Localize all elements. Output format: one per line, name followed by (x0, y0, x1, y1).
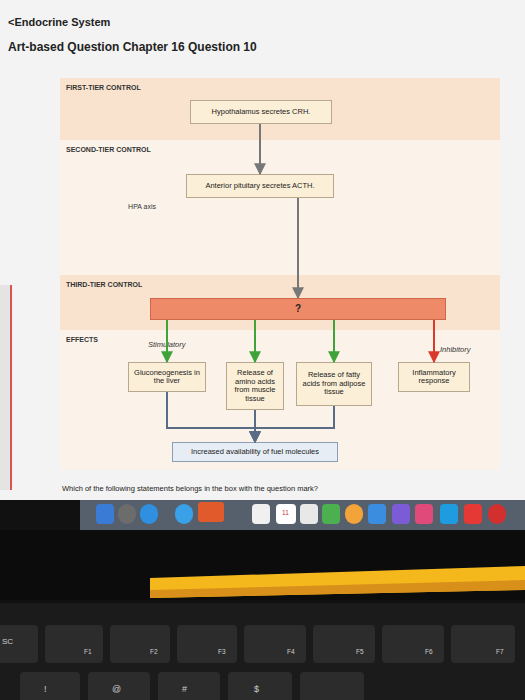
dock-icon (140, 504, 158, 524)
axis-label: HPA axis (128, 203, 156, 211)
process-box: Anterior pituitary secretes ACTH. (186, 174, 334, 198)
band-label: THIRD-TIER CONTROL (66, 281, 156, 289)
connector-arrow (259, 124, 261, 174)
key (300, 672, 364, 700)
key (88, 672, 150, 700)
dock-icon (175, 504, 193, 524)
box-text: Release of fatty acids from adipose tiss… (299, 371, 369, 397)
box-text: Release of amino acids from muscle tissu… (229, 369, 281, 403)
band-label: FIRST-TIER CONTROL (66, 84, 156, 92)
dock-icon (464, 504, 482, 524)
key (177, 625, 237, 663)
key (244, 625, 306, 663)
header-text: <Endocrine System (8, 16, 110, 28)
effect-type: Stimulatory (148, 340, 186, 349)
band-label: SECOND-TIER CONTROL (66, 146, 156, 154)
key-label: # (182, 684, 187, 694)
box-text: ? (295, 305, 301, 314)
dock-icon (96, 504, 114, 524)
key-label: ! (44, 684, 47, 694)
key-label: F5 (356, 648, 364, 655)
dock-icon (322, 504, 340, 524)
process-box: Increased availability of fuel molecules (172, 442, 338, 462)
key-label: F1 (84, 648, 92, 655)
band-label: EFFECTS (66, 336, 156, 344)
process-box: Release of fatty acids from adipose tiss… (296, 362, 372, 406)
key-label: $ (254, 684, 259, 694)
key (0, 625, 38, 663)
dock-icon (118, 504, 136, 524)
process-box: Release of amino acids from muscle tissu… (226, 362, 284, 410)
tier-band: THIRD-TIER CONTROL? (60, 275, 500, 330)
tier-band: SECOND-TIER CONTROL Anterior pituitary se… (60, 140, 500, 275)
process-box: Hypothalamus secretes CRH. (190, 100, 332, 124)
key (313, 625, 375, 663)
connector-arrow (167, 392, 255, 442)
box-text: Increased availability of fuel molecules (191, 448, 319, 457)
dock-icon (252, 504, 270, 524)
connector-arrow (254, 320, 256, 362)
process-box: Gluconeogenesis in the liver (128, 362, 206, 392)
key-label: F6 (425, 648, 433, 655)
dock-icon (488, 504, 506, 524)
connector-arrow (255, 406, 334, 442)
question-text: Which of the following statements belong… (62, 484, 318, 493)
pencil (150, 566, 525, 598)
key (110, 625, 170, 663)
key-label: F7 (496, 648, 504, 655)
key (45, 625, 103, 663)
screen (0, 0, 525, 500)
connector-arrow (433, 320, 435, 362)
key (158, 672, 220, 700)
slide-thumbnail (0, 285, 12, 490)
dock-icon (368, 504, 386, 524)
process-box: Inflammatory response (398, 362, 470, 392)
slide-marker (10, 285, 12, 490)
dock-icon (345, 504, 363, 524)
box-text: Anterior pituitary secretes ACTH. (205, 182, 314, 191)
pencil (150, 580, 525, 598)
bezel (0, 530, 525, 600)
dock-icon (198, 502, 224, 522)
dock-icon (392, 504, 410, 524)
box-text: Gluconeogenesis in the liver (131, 369, 203, 386)
key-label: F2 (150, 648, 158, 655)
key (20, 672, 80, 700)
box-text: Hypothalamus secretes CRH. (212, 108, 311, 117)
key-label: @ (112, 684, 121, 694)
dock (80, 500, 525, 530)
box-text: Inflammatory response (401, 369, 467, 386)
unknown-hormone-box: ? (150, 298, 446, 320)
key-label: F3 (218, 648, 226, 655)
connector-arrow (297, 198, 299, 298)
dock-icon (276, 504, 296, 524)
tier-band: EFFECTS Gluconeogenesis in the liver Relea… (60, 330, 500, 470)
dock-icon (440, 504, 458, 524)
key-label: SC (2, 637, 13, 646)
page-title: Art-based Question Chapter 16 Question 1… (8, 40, 257, 54)
dock-icon (415, 504, 433, 524)
dock-badge: 11 (282, 509, 289, 516)
effect-type: Inhibitory (440, 345, 470, 354)
key (382, 625, 444, 663)
tier-band: FIRST-TIER CONTROL Hypothalamus secretes … (60, 78, 500, 140)
key (451, 625, 515, 663)
key (228, 672, 292, 700)
dock-icon (300, 504, 318, 524)
connector-arrow (333, 320, 335, 362)
connector-arrow (254, 410, 256, 442)
connector-arrow (166, 320, 168, 362)
key-label: F4 (287, 648, 295, 655)
